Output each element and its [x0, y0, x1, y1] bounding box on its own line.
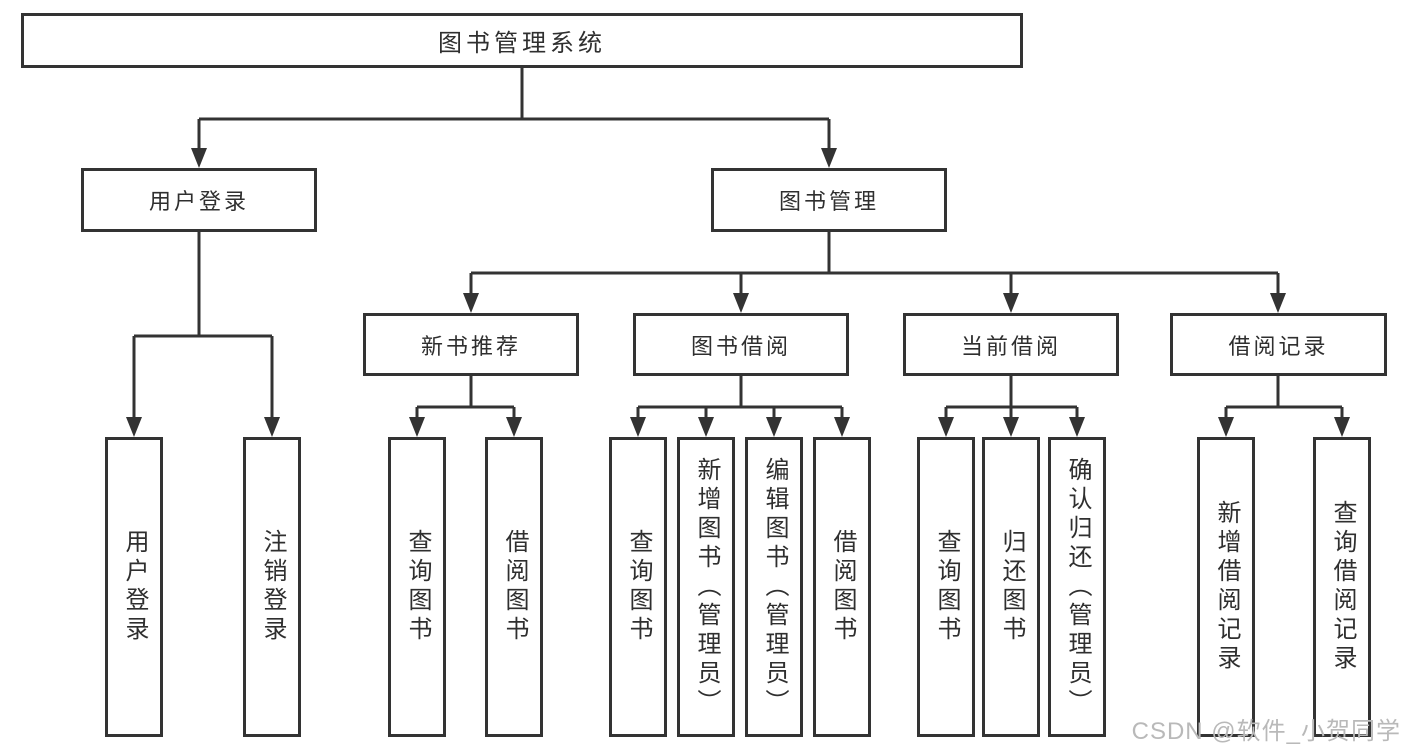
arrowhead: [1270, 293, 1286, 313]
leaf-edit-book-admin: 编辑图书（管理员）: [745, 437, 803, 737]
leaf-edit-book-admin-label: 编辑图书（管理员）: [761, 456, 788, 718]
leaf-query-books-current: 查询图书: [917, 437, 975, 737]
connector-borrow-records-to-leaves: [1218, 376, 1350, 437]
leaf-add-book-admin-label: 新增图书（管理员）: [693, 456, 720, 718]
arrowhead: [1003, 417, 1019, 437]
leaf-query-borrow-record-label: 查询借阅记录: [1329, 500, 1356, 674]
node-user-login: 用户登录: [81, 168, 317, 232]
leaf-logout: 注销登录: [243, 437, 301, 737]
arrowhead: [698, 417, 714, 437]
node-current-borrow-label: 当前借阅: [960, 333, 1061, 359]
node-book-management-label: 图书管理: [778, 189, 879, 214]
node-new-book-recommend: 新书推荐: [363, 313, 579, 376]
connector-current-borrow-to-leaves: [938, 376, 1085, 437]
leaf-user-login: 用户登录: [105, 437, 163, 737]
arrowhead: [463, 293, 479, 313]
arrowhead: [766, 417, 782, 437]
connector-root-to-level2: [191, 68, 837, 168]
leaf-query-books-borrow-label: 查询图书: [625, 529, 652, 645]
leaf-borrow-books-recommend-label: 借阅图书: [501, 529, 528, 645]
leaf-query-books-borrow: 查询图书: [609, 437, 667, 737]
leaf-query-books-recommend: 查询图书: [388, 437, 446, 737]
node-current-borrow: 当前借阅: [903, 313, 1119, 376]
arrowhead: [938, 417, 954, 437]
leaf-query-books-recommend-label: 查询图书: [404, 529, 431, 645]
connector-book-management-to-level3: [463, 232, 1286, 313]
arrowhead: [1069, 417, 1085, 437]
arrowhead: [733, 293, 749, 313]
leaf-confirm-return-admin: 确认归还（管理员）: [1048, 437, 1106, 737]
arrowhead: [1003, 293, 1019, 313]
node-borrow-records: 借阅记录: [1170, 313, 1387, 376]
arrowhead: [264, 417, 280, 437]
leaf-add-borrow-record-label: 新增借阅记录: [1213, 500, 1240, 674]
arrowhead: [1334, 417, 1350, 437]
node-root-label: 图书管理系统: [438, 30, 606, 57]
connector-new-book-recommend-to-leaves: [409, 376, 522, 437]
leaf-query-borrow-record: 查询借阅记录: [1313, 437, 1371, 737]
node-book-management: 图书管理: [711, 168, 947, 232]
arrowhead: [506, 417, 522, 437]
arrowhead: [409, 417, 425, 437]
arrowhead: [1218, 417, 1234, 437]
connector-user-login-to-leaves: [126, 232, 280, 437]
node-user-login-label: 用户登录: [148, 189, 249, 214]
node-root: 图书管理系统: [21, 13, 1023, 68]
node-new-book-recommend-label: 新书推荐: [420, 333, 521, 359]
node-book-borrow-label: 图书借阅: [690, 333, 791, 359]
leaf-user-login-label: 用户登录: [121, 529, 148, 645]
leaf-logout-label: 注销登录: [259, 529, 286, 645]
leaf-borrow-books-recommend: 借阅图书: [485, 437, 543, 737]
leaf-confirm-return-admin-label: 确认归还（管理员）: [1064, 456, 1091, 718]
csdn-watermark: CSDN @软件_小贺同学: [1131, 718, 1401, 745]
arrowhead: [126, 417, 142, 437]
leaf-return-book: 归还图书: [982, 437, 1040, 737]
connector-book-borrow-to-leaves: [630, 376, 850, 437]
arrowhead: [191, 148, 207, 168]
node-borrow-records-label: 借阅记录: [1228, 333, 1329, 359]
leaf-borrow-books-label: 借阅图书: [829, 529, 856, 645]
leaf-borrow-books: 借阅图书: [813, 437, 871, 737]
node-book-borrow: 图书借阅: [633, 313, 849, 376]
arrowhead: [834, 417, 850, 437]
leaf-query-books-current-label: 查询图书: [933, 529, 960, 645]
arrowhead: [821, 148, 837, 168]
leaf-add-book-admin: 新增图书（管理员）: [677, 437, 735, 737]
leaf-return-book-label: 归还图书: [998, 529, 1025, 645]
leaf-add-borrow-record: 新增借阅记录: [1197, 437, 1255, 737]
arrowhead: [630, 417, 646, 437]
